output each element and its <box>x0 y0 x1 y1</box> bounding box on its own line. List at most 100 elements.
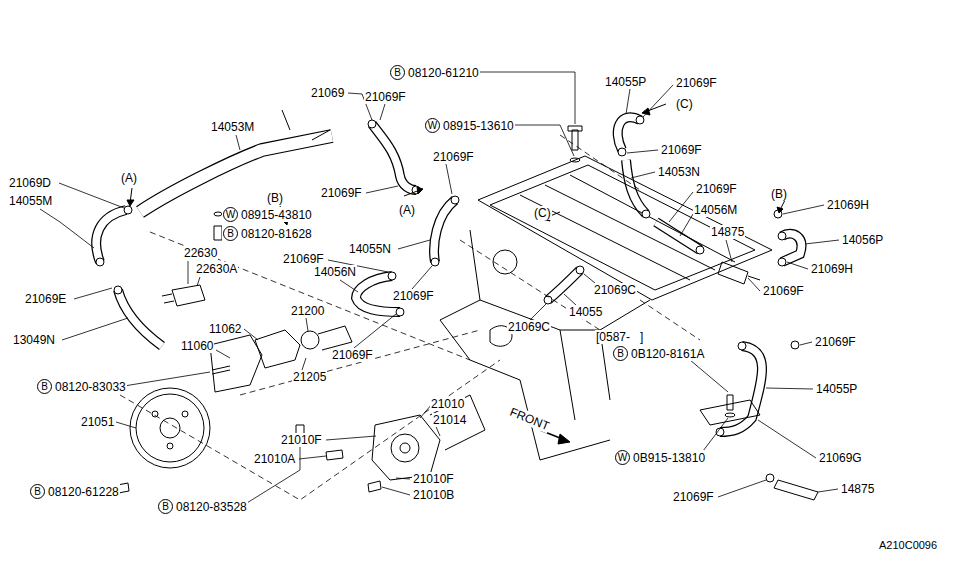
callout-number: 14056P <box>841 233 884 247</box>
fastener-callout: B0B120-8161A <box>612 346 705 361</box>
illustration-line <box>758 420 816 458</box>
illustration-line <box>548 270 580 300</box>
illustration-line <box>118 290 162 346</box>
fastener-callout: B08120-83528 <box>157 499 248 514</box>
callout-number: 21069F <box>282 252 325 266</box>
illustration-line <box>127 200 134 206</box>
illustration-line <box>236 135 240 150</box>
illustration-line <box>398 240 430 249</box>
illustration-line <box>766 474 774 482</box>
illustration-line <box>96 258 104 266</box>
fastener-callout: B08120-83033 <box>36 379 127 394</box>
callout-number: 14056N <box>313 265 357 279</box>
illustration-line <box>480 72 575 124</box>
callout-number: 21069F <box>695 182 738 196</box>
illustration-line <box>120 135 700 500</box>
illustration-line <box>167 443 173 449</box>
callout-number: 21069F <box>432 150 475 164</box>
illustration-line <box>396 478 410 479</box>
callout-number: 21069F <box>672 490 715 504</box>
illustration-line <box>96 210 126 262</box>
illustration-line <box>748 278 760 291</box>
illustration-line <box>584 274 595 283</box>
illustration-line <box>388 272 396 280</box>
illustration-line <box>302 358 306 370</box>
callout-number: 21069F <box>320 186 363 200</box>
callout-number: 13049N <box>12 333 56 347</box>
illustration-line <box>118 290 162 346</box>
part-number: 08120-61210 <box>408 66 479 80</box>
illustration-line <box>382 487 410 495</box>
illustration-line <box>212 366 230 374</box>
illustration-line <box>340 280 358 292</box>
callout-number: (C) <box>533 206 552 220</box>
callout-number: (B) <box>266 191 284 205</box>
illustration-line <box>738 342 746 350</box>
callout-number: 21010F <box>412 472 455 486</box>
illustration-line <box>306 318 308 331</box>
illustration-line <box>396 308 404 316</box>
callout-number: 21069F <box>392 289 435 303</box>
illustration-line <box>636 116 644 124</box>
illustration-line <box>59 183 124 208</box>
part-number: 08120-81628 <box>241 227 312 241</box>
callout-number: 21069C <box>507 320 551 334</box>
illustration-line <box>766 388 813 389</box>
illustration-line <box>96 117 801 432</box>
illustration-line <box>490 165 755 290</box>
illustration-line <box>380 104 385 120</box>
callout-number: 21069D <box>8 176 52 190</box>
callout-number: 21069F <box>675 76 718 90</box>
illustration-line <box>434 200 455 262</box>
callout-number: 11060 <box>180 339 214 353</box>
illustration-line <box>124 206 132 214</box>
callout-number: 14875 <box>710 225 745 239</box>
illustration-line <box>800 342 812 345</box>
illustration-line <box>564 294 576 305</box>
illustration-line <box>162 285 205 306</box>
illustration-line <box>631 172 655 178</box>
illustration-line <box>493 250 517 274</box>
illustration-line <box>116 422 136 428</box>
illustration-line <box>240 330 480 395</box>
callout-number: 22630A <box>195 262 238 276</box>
illustration-line <box>152 411 158 417</box>
illustration-line <box>805 240 839 244</box>
callout-number: 21010F <box>280 433 323 447</box>
illustration-line <box>640 300 700 340</box>
illustration-line <box>787 262 808 269</box>
circled-letter: B <box>30 484 45 499</box>
illustration-line <box>669 192 693 222</box>
illustration-line <box>727 395 733 410</box>
illustration-line <box>618 148 626 156</box>
illustration-line <box>326 436 376 440</box>
illustration-line <box>626 89 630 114</box>
fastener-callout: B08120-61210 <box>389 65 480 80</box>
illustration-line <box>112 126 818 500</box>
illustration-line <box>783 205 824 214</box>
illustration-line <box>570 158 580 162</box>
illustration-line <box>130 388 210 468</box>
fastener-callout: W08915-43810 <box>222 207 313 222</box>
circled-letter: W <box>425 118 440 133</box>
illustration-line <box>140 136 332 212</box>
illustration-line <box>372 124 416 190</box>
callout-number: 21010 <box>430 397 465 411</box>
illustration-line <box>40 209 94 248</box>
illustration-line <box>391 434 419 462</box>
callout-number: 21069H <box>826 198 870 212</box>
part-number: 0B915-13810 <box>633 451 705 465</box>
illustration-line <box>451 196 459 204</box>
illustration-line <box>124 372 210 386</box>
illustration-line <box>446 164 452 194</box>
illustration-line <box>412 266 432 289</box>
callout-number: 21069F <box>814 335 857 349</box>
callout-number: 21069G <box>818 451 863 465</box>
callout-number: 21051 <box>80 415 115 429</box>
callout-number: 21069E <box>24 292 67 306</box>
callout-number: 14055P <box>815 382 858 396</box>
illustration-line <box>366 186 398 193</box>
illustration-line <box>120 360 500 500</box>
illustration-line <box>326 450 343 460</box>
illustration-line <box>642 210 650 218</box>
